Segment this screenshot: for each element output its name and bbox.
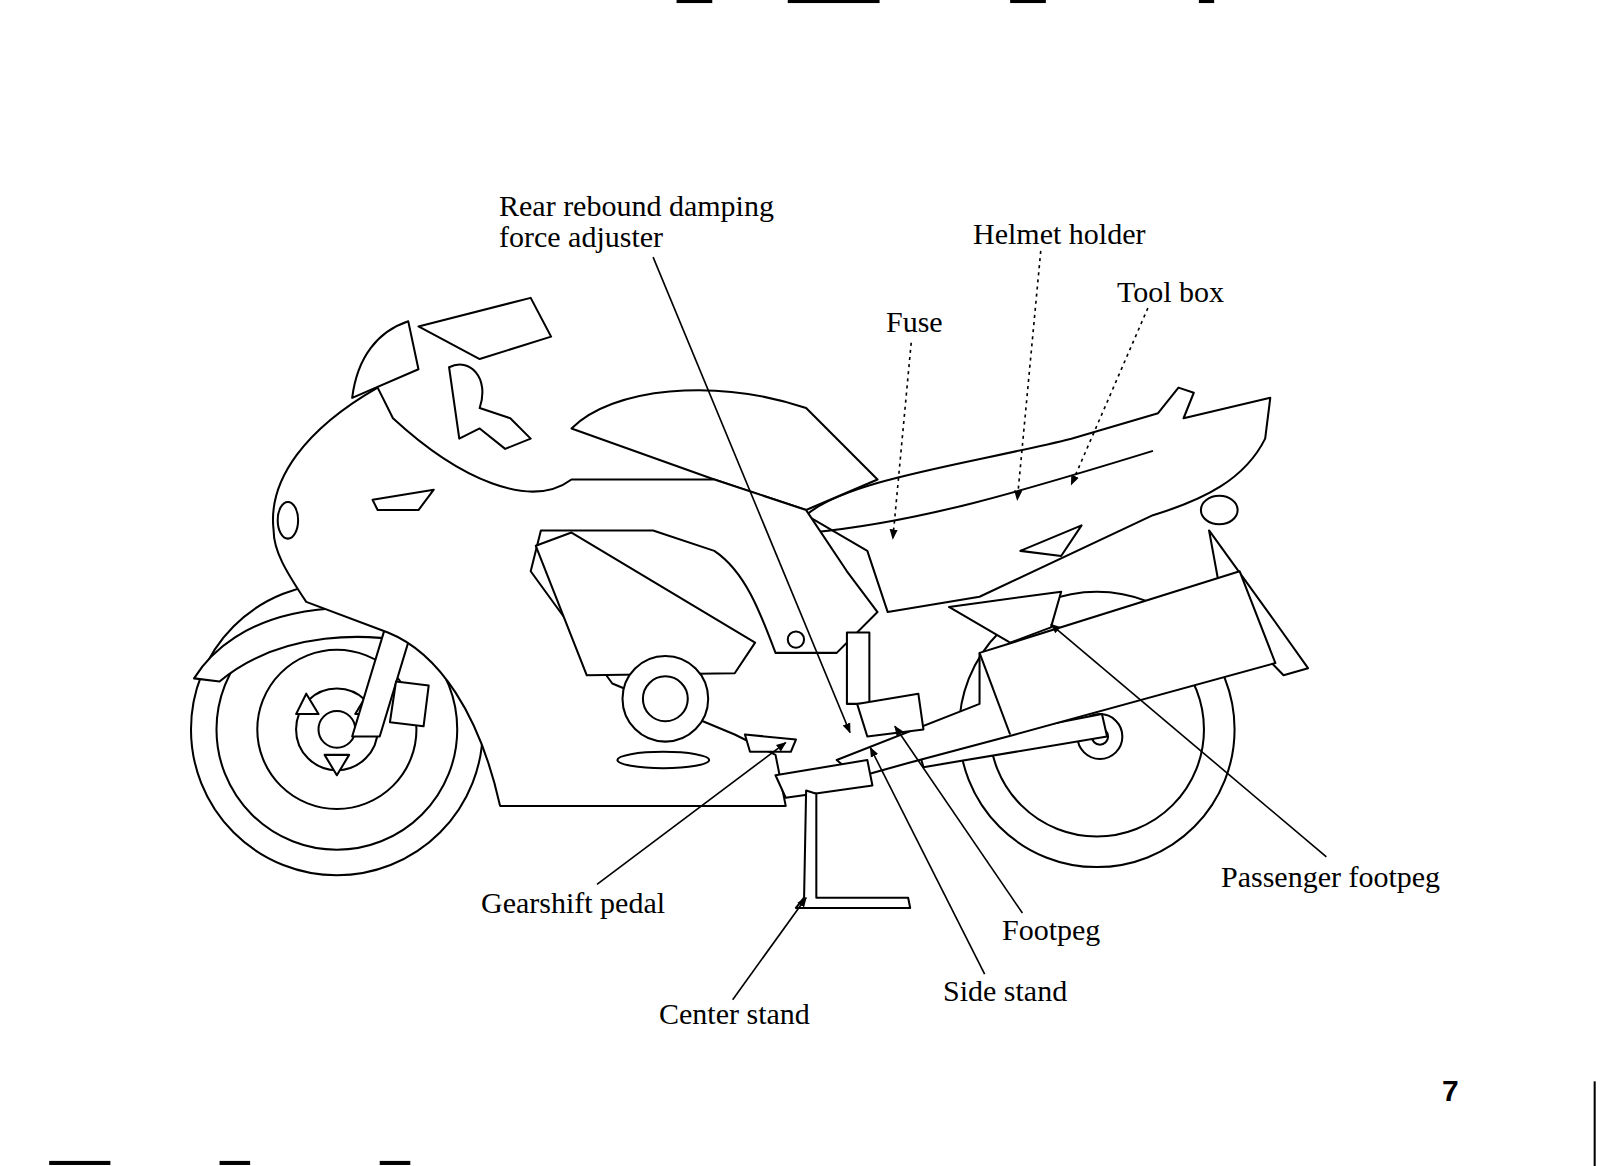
part-label: Footpeg — [1002, 915, 1100, 946]
seat-cowl — [806, 388, 1270, 612]
edge-mark — [380, 1161, 411, 1165]
fairing-vent — [536, 533, 755, 676]
headlight — [278, 502, 298, 539]
bike — [191, 298, 1308, 908]
part-label: Helmet holder — [973, 219, 1145, 250]
leader-line — [870, 748, 984, 974]
edge-mark — [1010, 0, 1046, 3]
page-marks — [49, 0, 1596, 1166]
part-label: Center stand — [659, 999, 810, 1030]
front-hub — [319, 711, 356, 748]
leader-line — [895, 726, 1023, 913]
fairing-duct — [373, 490, 434, 510]
part-label: Side stand — [943, 976, 1067, 1007]
leader-line — [653, 257, 850, 732]
part-label: Passenger footpeg — [1221, 862, 1440, 893]
part-label: Fuse — [886, 307, 943, 338]
leader-line — [733, 898, 806, 1000]
leader-line — [1071, 308, 1148, 484]
leader-line — [893, 343, 911, 539]
windscreen — [352, 321, 418, 398]
leader-line — [1051, 624, 1326, 857]
mirror — [418, 298, 551, 359]
center-stand — [796, 791, 910, 908]
edge-mark — [1594, 1081, 1596, 1166]
rear-shock — [847, 632, 869, 703]
passenger-bracket — [949, 592, 1061, 643]
brake-caliper — [390, 681, 429, 726]
edge-mark — [49, 1161, 110, 1165]
leader-lines — [597, 251, 1326, 1000]
edge-mark — [677, 0, 713, 3]
page-number: 7 — [1442, 1076, 1459, 1107]
gearshift-pedal — [745, 734, 796, 751]
turn-signal — [1201, 496, 1238, 525]
footpeg-bracket — [857, 694, 923, 737]
part-label: Rear rebound damping force adjuster — [499, 191, 823, 252]
leader-line — [597, 743, 786, 885]
engine-cover-inner — [643, 676, 688, 721]
muffler-seam — [980, 653, 1011, 735]
frame-bolt — [788, 631, 804, 647]
edge-mark — [1199, 0, 1214, 3]
edge-mark — [788, 0, 880, 3]
cowl-vent — [1020, 525, 1081, 556]
part-label: Tool box — [1117, 277, 1224, 308]
handlebar — [449, 365, 531, 449]
edge-mark — [220, 1161, 251, 1165]
leader-line — [1017, 251, 1040, 500]
engine-badge — [617, 752, 709, 768]
lower-frame — [776, 760, 873, 798]
fairing — [273, 388, 878, 806]
engine-cover — [622, 656, 708, 742]
part-label: Gearshift pedal — [481, 888, 665, 919]
